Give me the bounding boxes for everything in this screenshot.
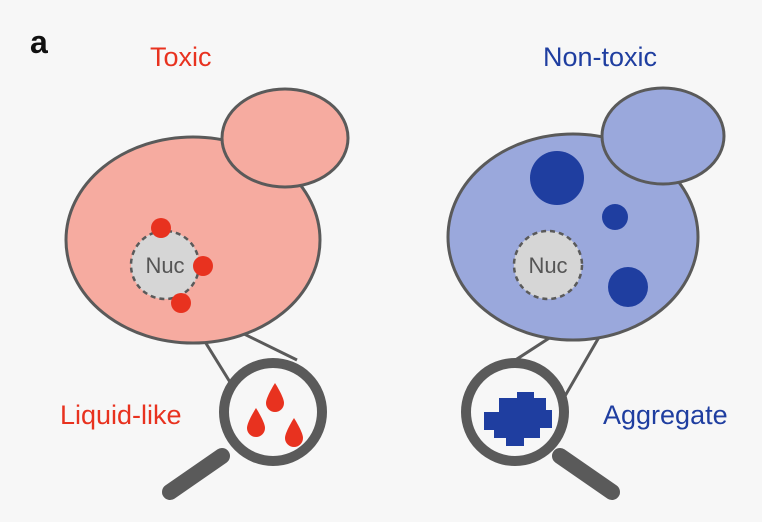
- toxic-title: Toxic: [150, 42, 212, 72]
- toxic-cell-group: Nuc: [64, 87, 350, 500]
- droplet-icon: [285, 418, 303, 447]
- nontoxic-cell-group: Nuc: [446, 86, 726, 500]
- toxic-condensate: [151, 218, 171, 238]
- nontoxic-nucleus-label: Nuc: [528, 253, 567, 278]
- panel-label: a: [30, 24, 48, 60]
- nontoxic-aggregate: [530, 151, 584, 205]
- liquid-like-label: Liquid-like: [60, 400, 182, 430]
- toxic-nucleus-label: Nuc: [145, 253, 184, 278]
- nontoxic-cell-bud: [600, 86, 726, 186]
- nontoxic-nucleus: [512, 229, 584, 301]
- nontoxic-aggregate: [608, 267, 648, 307]
- aggregate-label: Aggregate: [603, 400, 728, 430]
- droplet-icon: [247, 408, 265, 437]
- toxic-condensate: [171, 293, 191, 313]
- toxic-condensate: [193, 256, 213, 276]
- droplet-icon: [266, 383, 284, 412]
- nontoxic-title: Non-toxic: [543, 42, 658, 72]
- toxic-cell-bud: [220, 87, 350, 189]
- toxic-cell-body: [64, 135, 322, 345]
- aggregate-blob-icon: [484, 392, 552, 446]
- nontoxic-aggregate: [602, 204, 628, 230]
